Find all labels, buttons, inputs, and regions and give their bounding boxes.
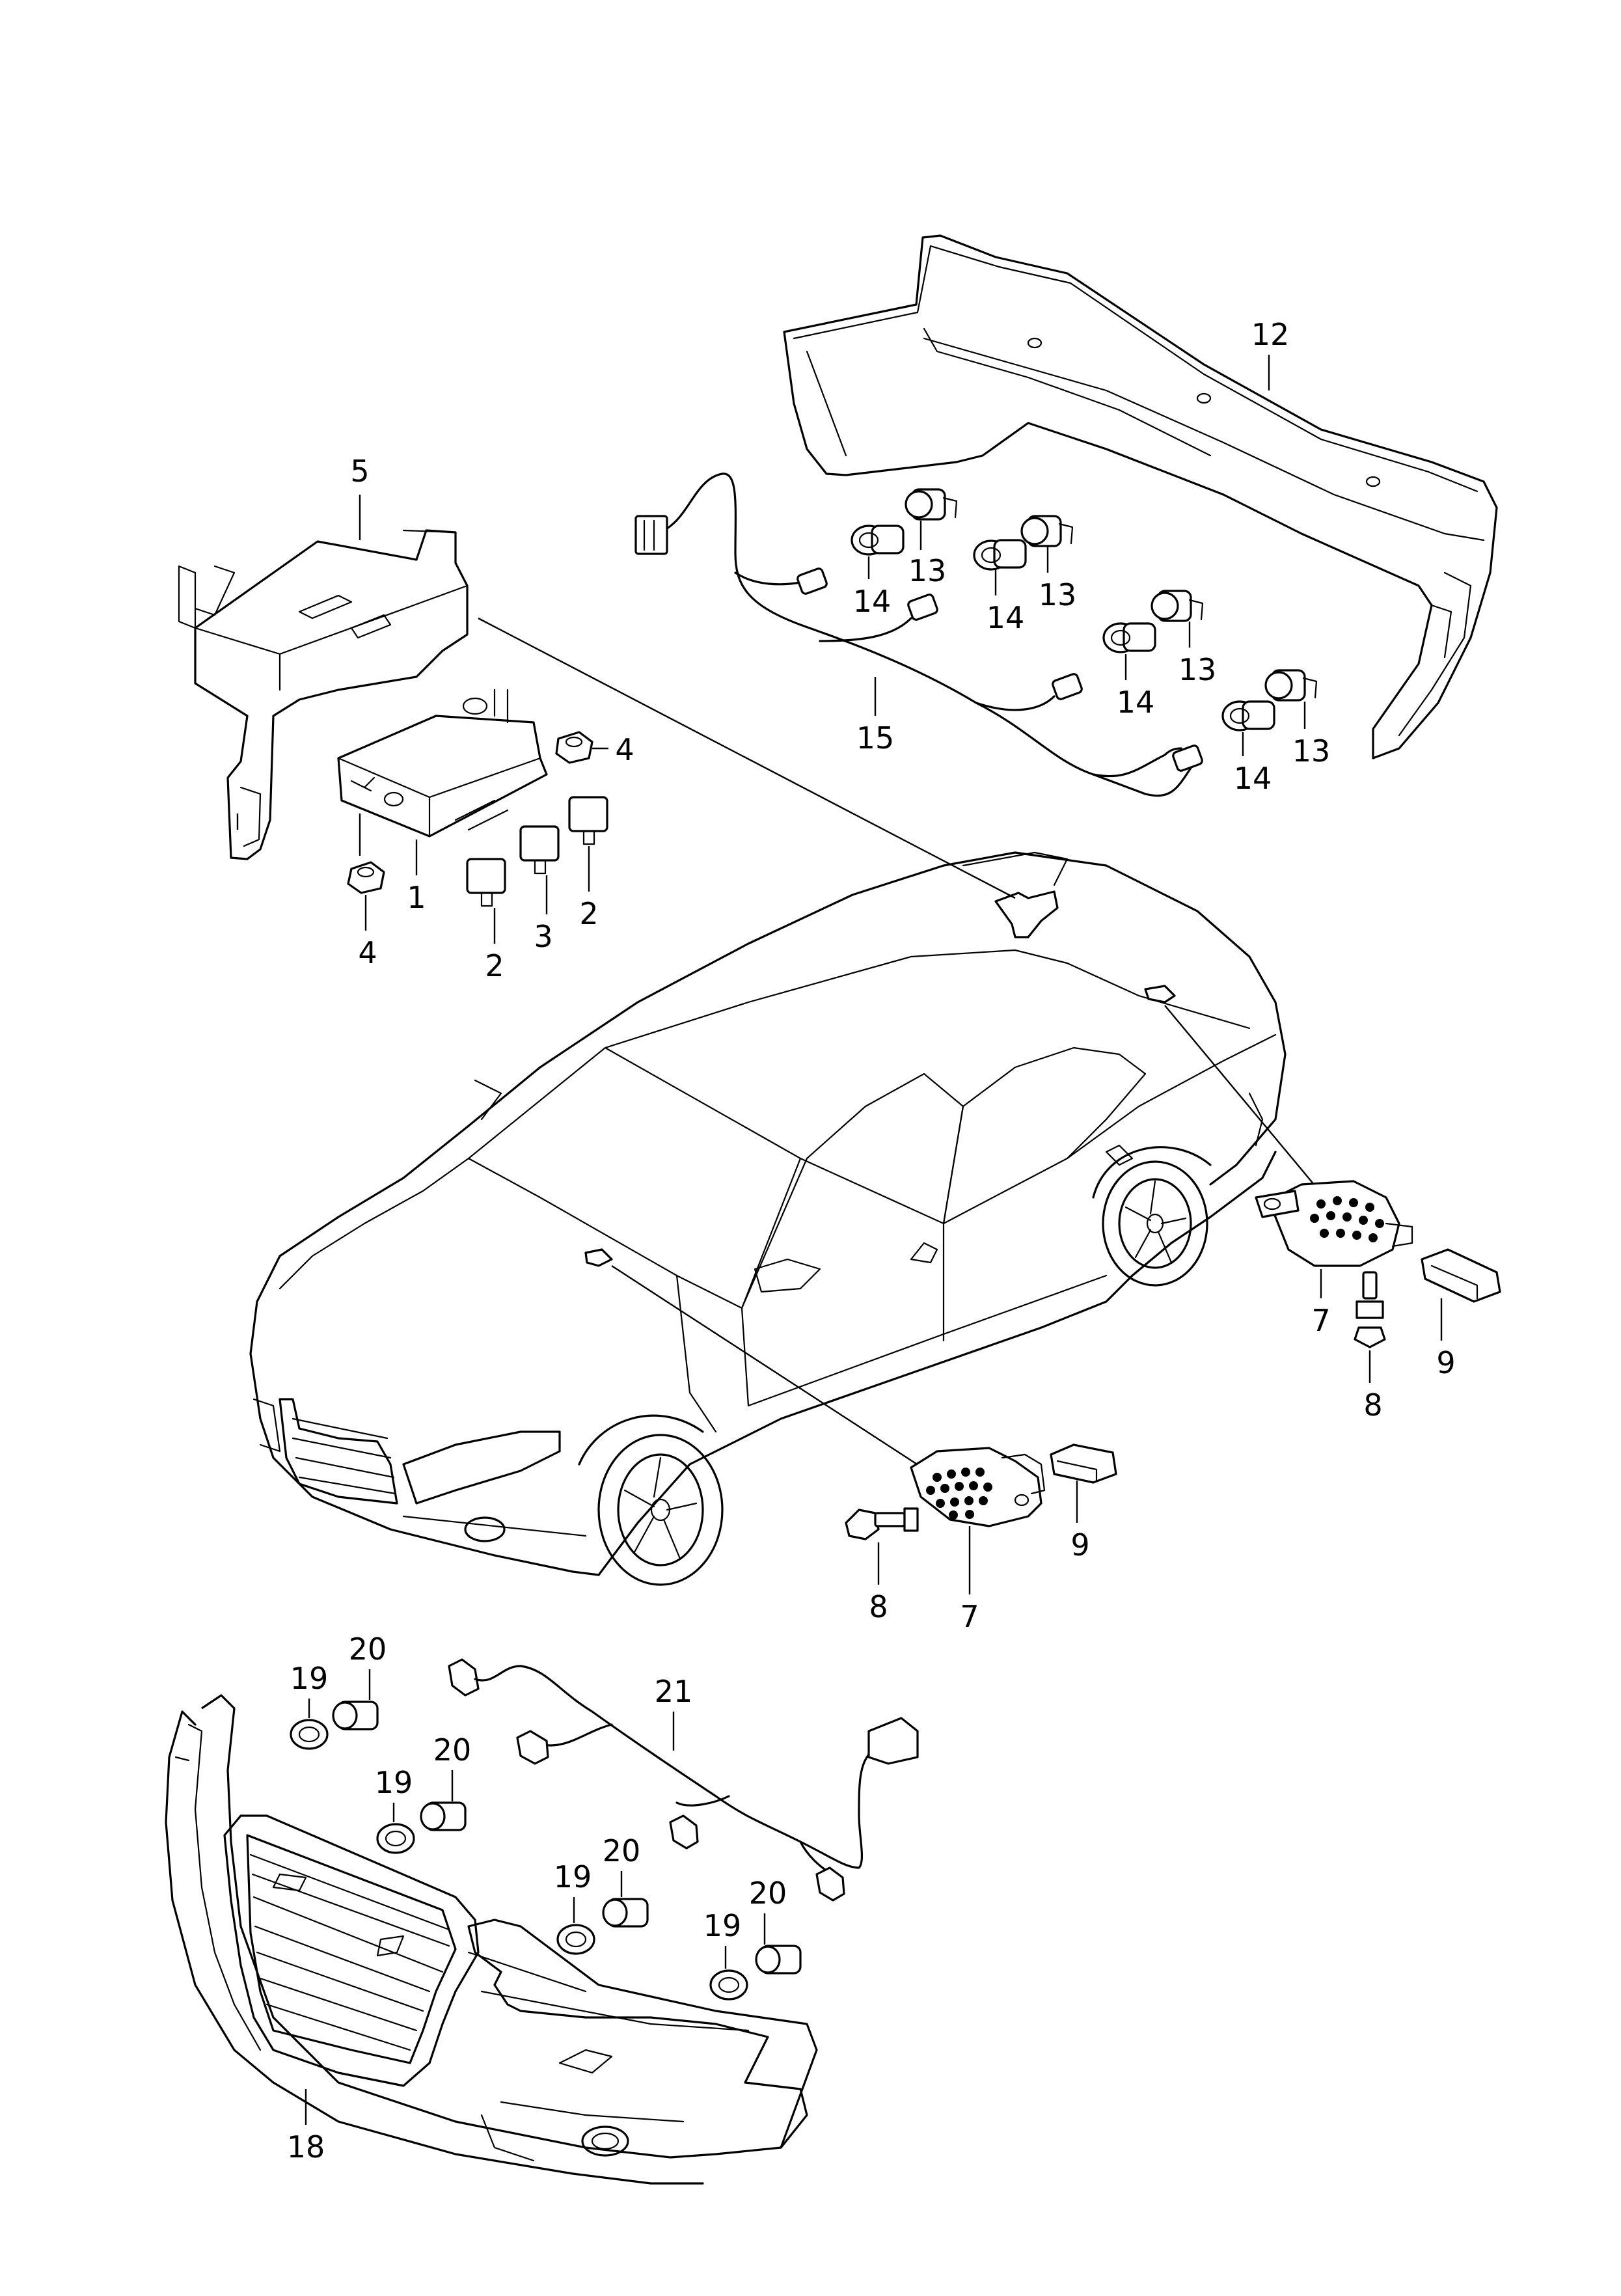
callout-21: 21 [655,1674,693,1709]
callout-8: 8 [869,1589,888,1624]
callout-18: 18 [287,2129,325,2165]
rear-wiring-harness [634,472,1203,797]
nut-upper [555,731,593,764]
nut-lower [347,861,385,894]
callout-9: 9 [1436,1345,1455,1380]
front-wiring-harness [448,1658,919,1902]
callout-13: 13 [1292,733,1331,769]
front-sensor-pair-2 [376,1801,467,1854]
callout-2: 2 [579,896,598,931]
callout-7: 7 [1311,1303,1330,1338]
connector-lower [1050,1443,1117,1484]
callout-20: 20 [603,1833,641,1868]
callout-4: 4 [358,935,377,970]
callout-20: 20 [349,1632,387,1667]
rear-sensor-pair-1 [851,488,958,556]
car-outline [249,851,1287,1586]
callout-1: 1 [407,880,426,915]
callout-14: 14 [1234,761,1272,796]
callout-8: 8 [1363,1387,1382,1423]
callout-4: 4 [615,732,634,767]
rear-sensor-pair-2 [973,515,1074,571]
callout-2: 2 [485,948,504,983]
connector-right [1421,1248,1501,1303]
callout-14: 14 [1117,685,1155,720]
warning-buzzer-front [910,1447,1046,1527]
bracket [178,529,469,860]
callout-19: 19 [703,1908,742,1943]
callout-14: 14 [853,584,892,619]
callout-12: 12 [1251,317,1290,352]
callout-labels: 1 2 2 3 4 4 5 7 7 8 8 9 9 12 13 13 13 13… [287,317,1456,2165]
front-sensor-pair-1 [290,1701,379,1750]
screw-right [1354,1271,1386,1348]
callout-19: 19 [554,1859,592,1894]
rear-sensor-pair-4 [1221,669,1318,731]
plug-connectors [466,796,608,907]
screw-lower [845,1507,919,1540]
callout-15: 15 [856,720,895,756]
rear-bumper [783,234,1498,759]
rear-sensor-pair-3 [1102,590,1204,653]
front-sensor-pair-4 [709,1945,802,2001]
callout-9: 9 [1070,1527,1089,1563]
front-bumper [165,1694,818,2185]
callout-19: 19 [375,1765,413,1800]
callout-3: 3 [534,919,552,954]
warning-buzzer-rear [1255,1180,1413,1267]
callout-13: 13 [1039,577,1077,612]
front-sensor-pair-3 [556,1898,649,1955]
callout-20: 20 [433,1732,472,1768]
callout-13: 13 [908,553,947,588]
callout-5: 5 [350,454,369,489]
callout-20: 20 [749,1876,787,1911]
control-unit [337,689,548,838]
callout-19: 19 [290,1661,329,1696]
callout-14: 14 [987,600,1025,635]
callout-13: 13 [1178,652,1217,687]
callout-7: 7 [960,1599,979,1634]
